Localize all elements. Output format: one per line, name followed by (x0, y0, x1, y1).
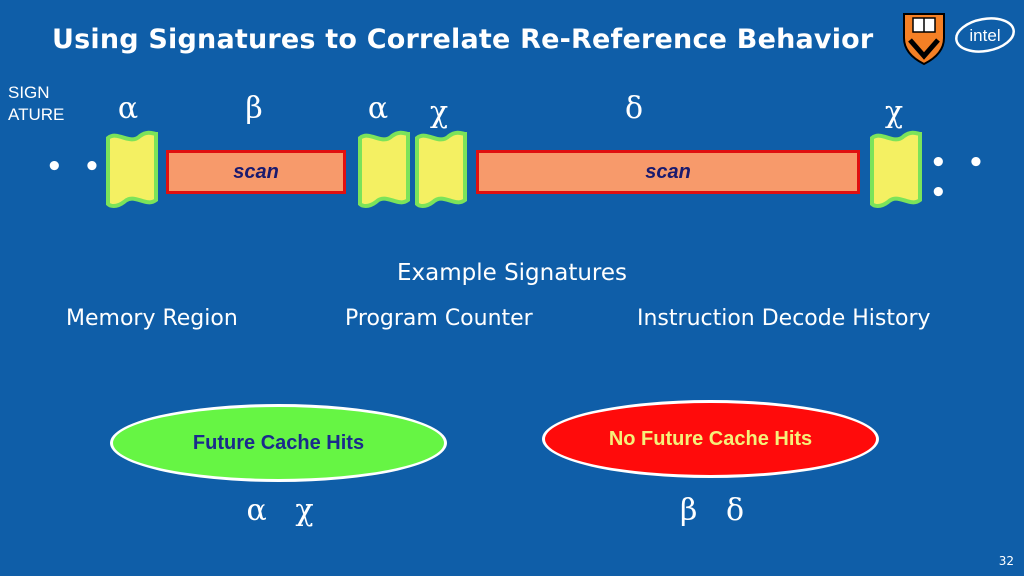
slide-title: Using Signatures to Correlate Re-Referen… (52, 24, 874, 55)
signature-label-line2: ATURE (8, 105, 65, 124)
timeline-symbol: χ (884, 95, 904, 130)
intel-logo: intel (955, 17, 1015, 53)
future-cache-hits-label: Future Cache Hits (192, 431, 365, 454)
access-marker (415, 130, 467, 208)
signature-axis-label: SIGN ATURE (8, 82, 88, 126)
intel-logo-text: intel (969, 26, 1000, 45)
timeline-symbol: δ (624, 91, 644, 126)
no-future-cache-hits-label: No Future Cache Hits (608, 427, 813, 450)
university-shield-logo (903, 13, 945, 66)
access-marker (358, 130, 410, 208)
example-signatures-heading: Example Signatures (396, 260, 628, 286)
scan-block: scan (476, 150, 860, 194)
access-marker (870, 130, 922, 208)
scan-block: scan (166, 150, 346, 194)
access-marker (106, 130, 158, 208)
signature-type: Memory Region (66, 306, 238, 331)
timeline-symbol: χ (429, 95, 449, 130)
signature-type: Program Counter (345, 306, 533, 331)
no-future-cache-hits-ellipse: No Future Cache Hits (542, 400, 879, 478)
timeline-symbol: β (245, 91, 263, 126)
timeline-symbol: α (117, 91, 139, 126)
signature-type: Instruction Decode History (637, 306, 931, 331)
page-number: 32 (998, 554, 1014, 568)
no-future-hits-symbols: β δ (679, 493, 745, 528)
signature-label-line1: SIGN (8, 83, 50, 102)
future-cache-hits-ellipse: Future Cache Hits (110, 404, 447, 482)
ellipsis-right: • • • (930, 148, 991, 208)
future-hits-symbols: α χ (246, 493, 314, 528)
timeline-symbol: α (367, 91, 389, 126)
